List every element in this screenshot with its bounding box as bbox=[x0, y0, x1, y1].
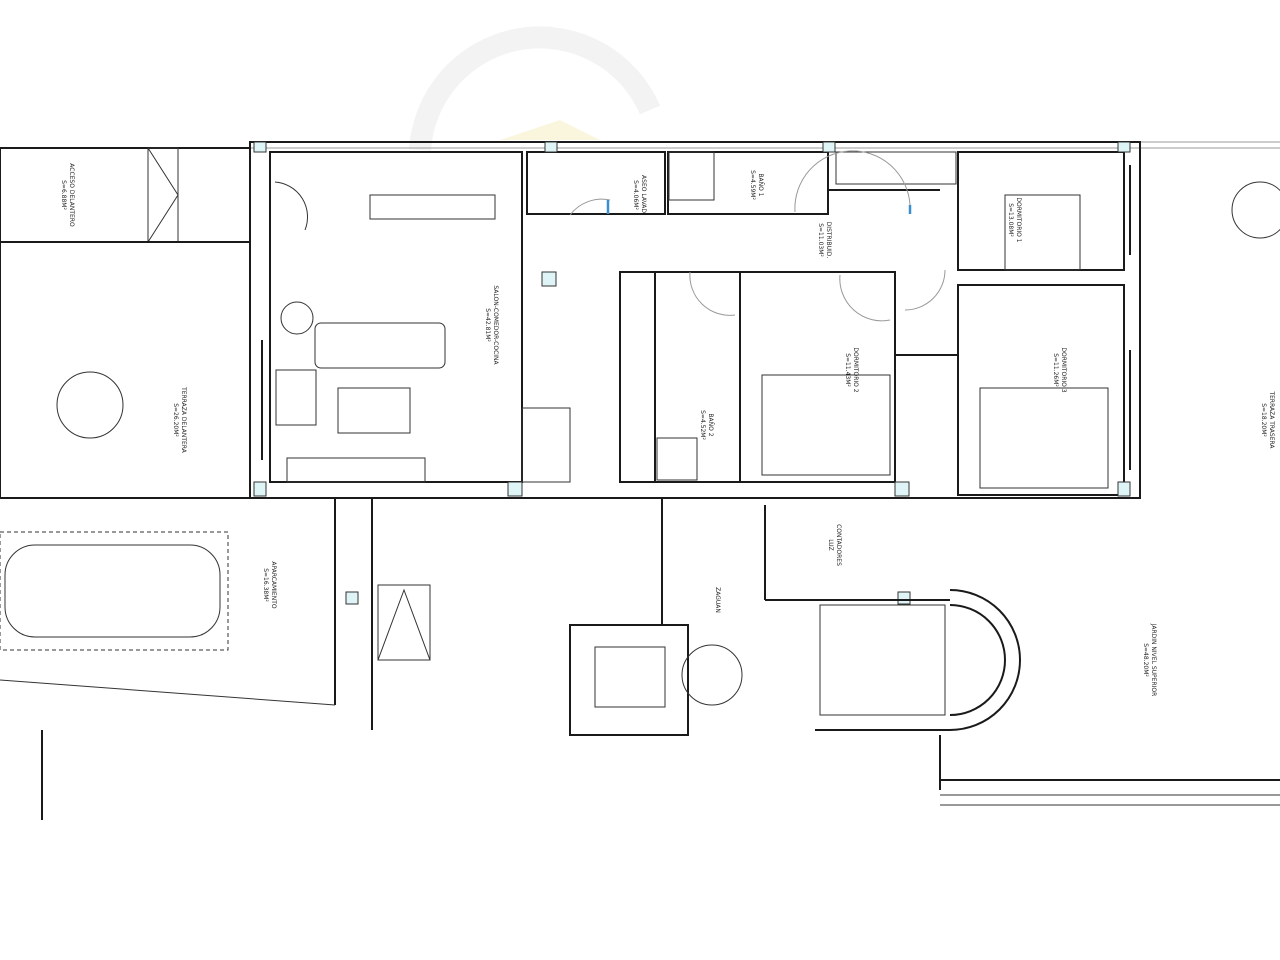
svg-text:DISTRIBUID.: DISTRIBUID. bbox=[825, 222, 832, 259]
svg-text:S=13.08M²: S=13.08M² bbox=[1007, 203, 1014, 237]
armchair bbox=[275, 369, 317, 426]
label-dormitorio-2: DORMITORIO 2 S=11.43M² bbox=[844, 347, 859, 392]
shower-1 bbox=[668, 151, 715, 201]
side-table bbox=[280, 301, 314, 335]
svg-text:BAÑO 2: BAÑO 2 bbox=[707, 413, 714, 436]
svg-text:SALON-COMEDOR-COCINA: SALON-COMEDOR-COCINA bbox=[492, 285, 499, 365]
staircase bbox=[819, 604, 946, 716]
label-terraza-trasera: TERRAZA TRASERA S=18.20M² bbox=[1260, 390, 1275, 449]
car bbox=[4, 544, 221, 638]
terrace-table bbox=[56, 371, 124, 439]
svg-text:JARDIN NIVEL SUPERIOR: JARDIN NIVEL SUPERIOR bbox=[1150, 623, 1157, 697]
svg-text:S=26.20M²: S=26.20M² bbox=[172, 403, 179, 437]
svg-text:DORMITORIO 1: DORMITORIO 1 bbox=[1015, 197, 1022, 242]
beds-3 bbox=[979, 387, 1109, 489]
dining-table bbox=[369, 194, 496, 220]
elevator bbox=[569, 624, 689, 736]
sofa bbox=[314, 322, 446, 369]
label-salon-comedor-cocina: SALON-COMEDOR-COCINA S=42.81M² bbox=[484, 285, 499, 365]
svg-text:LUZ: LUZ bbox=[827, 539, 834, 550]
label-aseo: ASEO LAVAD. S=4.06M² bbox=[632, 175, 647, 215]
svg-text:CONTADORES: CONTADORES bbox=[835, 524, 842, 566]
svg-text:ZAGUAN: ZAGUAN bbox=[714, 587, 721, 613]
doors bbox=[274, 150, 946, 322]
svg-text:S=4.06M²: S=4.06M² bbox=[632, 180, 639, 210]
kitchen-island bbox=[521, 407, 571, 483]
shower-2 bbox=[656, 437, 698, 481]
svg-text:TERRAZA DELANTERA: TERRAZA DELANTERA bbox=[180, 386, 187, 454]
svg-text:S=4.59M²: S=4.59M² bbox=[749, 170, 756, 200]
wardrobe bbox=[835, 151, 957, 185]
svg-text:S=11.43M²: S=11.43M² bbox=[844, 353, 851, 387]
beds-2 bbox=[761, 374, 891, 476]
label-contadores: CONTADORES LUZ bbox=[827, 524, 842, 566]
label-dormitorio-1: DORMITORIO 1 S=13.08M² bbox=[1007, 197, 1022, 242]
svg-text:S=11.03M²: S=11.03M² bbox=[817, 223, 824, 257]
label-distribuidor: DISTRIBUID. S=11.03M² bbox=[817, 222, 832, 259]
label-bano-1: BAÑO 1 S=4.59M² bbox=[749, 170, 764, 200]
bed-1 bbox=[1004, 194, 1081, 271]
svg-text:DORMITORIO 3: DORMITORIO 3 bbox=[1060, 347, 1067, 392]
watermark-logo bbox=[409, 26, 661, 151]
svg-text:S=42.81M²: S=42.81M² bbox=[484, 308, 491, 342]
svg-text:S=11.26M²: S=11.26M² bbox=[1052, 353, 1059, 387]
svg-text:ASEO LAVAD.: ASEO LAVAD. bbox=[640, 175, 647, 215]
furniture bbox=[56, 151, 1280, 489]
svg-text:BAÑO 1: BAÑO 1 bbox=[757, 173, 764, 196]
lower-area bbox=[0, 498, 1280, 820]
tv-unit bbox=[286, 457, 426, 483]
parking-space bbox=[0, 531, 229, 651]
rear-terrace-table bbox=[1231, 181, 1280, 239]
svg-text:S=6.88M²: S=6.88M² bbox=[60, 180, 67, 210]
svg-text:S=48.20M²: S=48.20M² bbox=[1142, 643, 1149, 677]
label-jardin: JARDIN NIVEL SUPERIOR S=48.20M² bbox=[1142, 623, 1157, 697]
label-bano-2: BAÑO 2 S=4.52M² bbox=[699, 410, 714, 440]
svg-text:DORMITORIO 2: DORMITORIO 2 bbox=[852, 347, 859, 392]
svg-text:APARCAMIENTO: APARCAMIENTO bbox=[270, 561, 277, 608]
label-dormitorio-3: DORMITORIO 3 S=11.26M² bbox=[1052, 347, 1067, 392]
label-zaguan: ZAGUAN bbox=[714, 587, 721, 613]
svg-text:S=16.38M²: S=16.38M² bbox=[262, 568, 269, 602]
windows bbox=[261, 165, 1131, 470]
room-labels: ACCESO DELANTERO S=6.88M² TERRAZA DELANT… bbox=[60, 163, 1275, 696]
coffee-table bbox=[337, 387, 411, 434]
svg-text:S=18.20M²: S=18.20M² bbox=[1260, 403, 1267, 437]
label-terraza-delantera: TERRAZA DELANTERA S=26.20M² bbox=[172, 386, 187, 454]
svg-text:S=4.52M²: S=4.52M² bbox=[699, 410, 706, 440]
label-acceso-delantero: ACCESO DELANTERO S=6.88M² bbox=[60, 163, 75, 227]
columns bbox=[253, 141, 1131, 605]
svg-text:TERRAZA TRASERA: TERRAZA TRASERA bbox=[1268, 390, 1275, 449]
svg-text:ACCESO DELANTERO: ACCESO DELANTERO bbox=[68, 163, 75, 227]
label-aparcamiento: APARCAMIENTO S=16.38M² bbox=[262, 561, 277, 608]
front-area bbox=[0, 147, 251, 499]
